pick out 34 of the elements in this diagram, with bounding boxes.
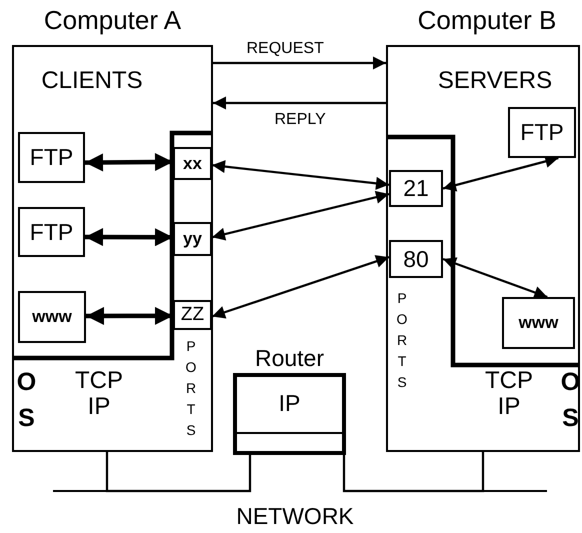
protocol-label: TCP IP xyxy=(484,368,534,421)
area-title: SERVERS xyxy=(436,66,554,96)
double-arrow xyxy=(212,160,390,190)
double-arrow xyxy=(86,306,173,325)
computer-title: Computer A xyxy=(42,4,182,36)
arrow xyxy=(213,56,386,70)
port-box: yy xyxy=(173,222,212,256)
protocol-label: TCP IP xyxy=(74,368,124,421)
port-box: ZZ xyxy=(173,300,212,330)
application-box: FTP xyxy=(508,107,576,158)
arrow xyxy=(213,96,386,110)
computer-title: Computer B xyxy=(416,4,558,36)
port-box: 21 xyxy=(389,170,443,207)
double-arrow xyxy=(212,190,390,241)
double-arrow xyxy=(212,255,390,319)
double-arrow xyxy=(85,228,173,246)
port-box: 80 xyxy=(389,240,443,278)
router-title: Router xyxy=(254,344,326,372)
application-box: FTP xyxy=(18,132,85,183)
router-protocol: IP xyxy=(278,388,302,418)
network-cable xyxy=(342,452,484,492)
application-box: www xyxy=(18,291,86,343)
edge-label: REQUEST xyxy=(244,40,326,58)
os-label: OS xyxy=(16,367,38,434)
area-title: CLIENTS xyxy=(40,66,144,96)
application-box: FTP xyxy=(18,207,85,257)
os-label: OS xyxy=(560,367,582,434)
port-box: xx xyxy=(173,147,212,180)
ports-label: PORTS xyxy=(184,337,198,440)
network-cable xyxy=(106,452,252,492)
network-label: NETWORK xyxy=(235,503,355,531)
application-box: www xyxy=(502,297,575,349)
double-arrow xyxy=(442,257,548,299)
ports-label: PORTS xyxy=(396,289,408,392)
